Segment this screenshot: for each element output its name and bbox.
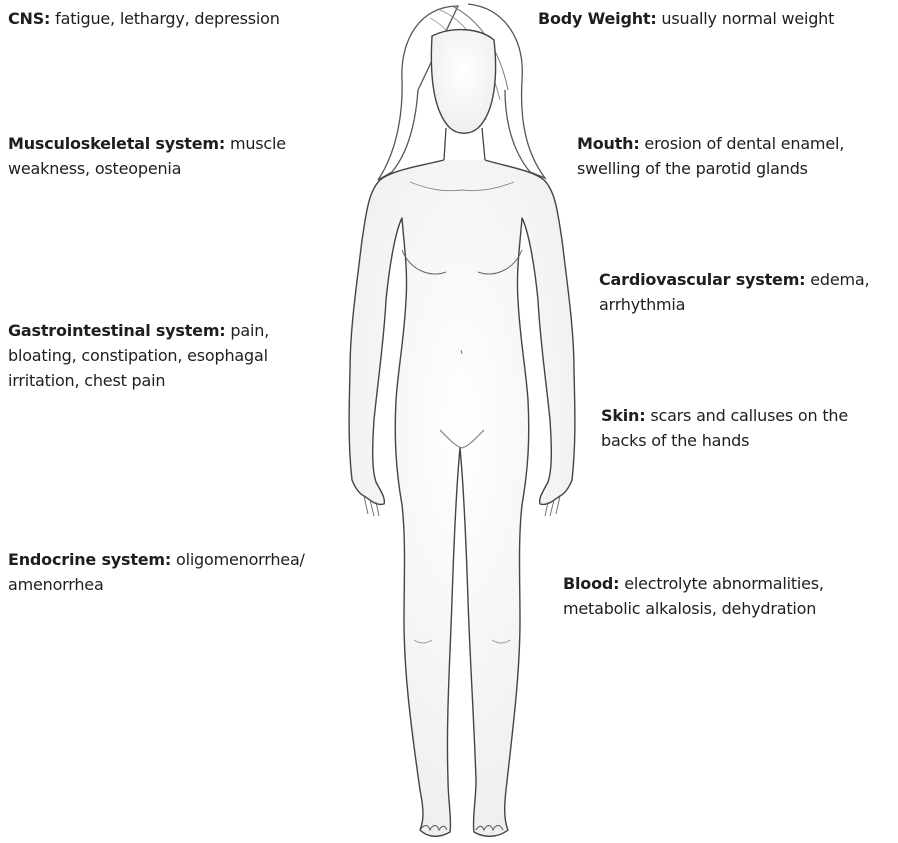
annotation-body-weight: Body Weight: usually normal weight — [538, 6, 893, 31]
annotation-term: Blood: — [563, 574, 619, 593]
annotation-term: Gastrointestinal system: — [8, 321, 226, 340]
annotation-gastrointestinal: Gastrointestinal system: pain, bloating,… — [8, 318, 338, 393]
body-outline — [349, 160, 575, 836]
annotation-term: Endocrine system: — [8, 550, 171, 569]
annotation-cns: CNS: fatigue, lethargy, depression — [8, 6, 338, 31]
annotation-desc: usually normal weight — [657, 9, 835, 28]
face-outline — [431, 30, 495, 134]
annotation-musculoskeletal: Musculoskeletal system: muscle weakness,… — [8, 131, 328, 181]
annotation-cardiovascular: Cardiovascular system: edema, arrhythmia — [599, 267, 895, 317]
annotation-endocrine: Endocrine system: oligomenorrhea/ amenor… — [8, 547, 353, 597]
annotation-blood: Blood: electrolyte abnormalities, metabo… — [563, 571, 893, 621]
annotation-term: Skin: — [601, 406, 645, 425]
annotation-desc: fatigue, lethargy, depression — [50, 9, 279, 28]
annotation-term: Mouth: — [577, 134, 640, 153]
annotation-term: Musculoskeletal system: — [8, 134, 225, 153]
annotation-mouth: Mouth: erosion of dental enamel, swellin… — [577, 131, 892, 181]
annotation-term: Cardiovascular system: — [599, 270, 805, 289]
annotation-skin: Skin: scars and calluses on the backs of… — [601, 403, 895, 453]
annotation-term: CNS: — [8, 9, 50, 28]
annotation-term: Body Weight: — [538, 9, 657, 28]
